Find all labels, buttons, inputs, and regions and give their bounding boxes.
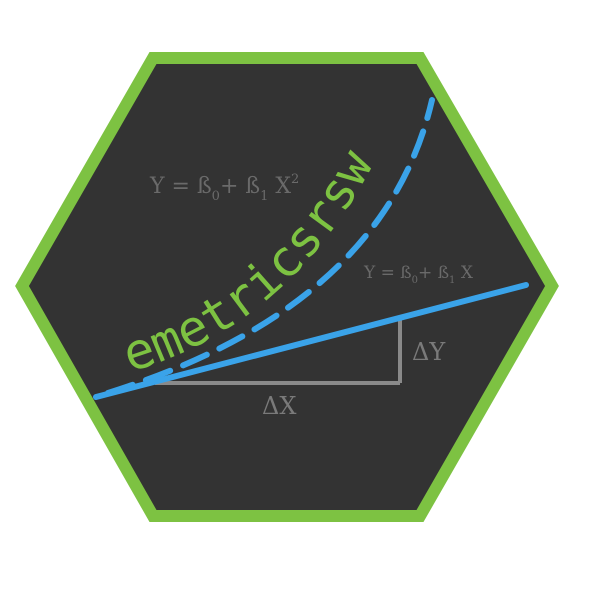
- formula-linear: Y = ß0+ ß1 X: [363, 263, 474, 286]
- hexagon-background: [15, 52, 559, 522]
- linear-line: [93, 282, 529, 400]
- quadratic-curve: [105, 97, 435, 396]
- delta-y-label: ΔY: [412, 338, 446, 366]
- formula-quadratic: Y = ß0+ ß1 X2: [149, 172, 299, 204]
- delta-x-label: ΔX: [262, 392, 296, 420]
